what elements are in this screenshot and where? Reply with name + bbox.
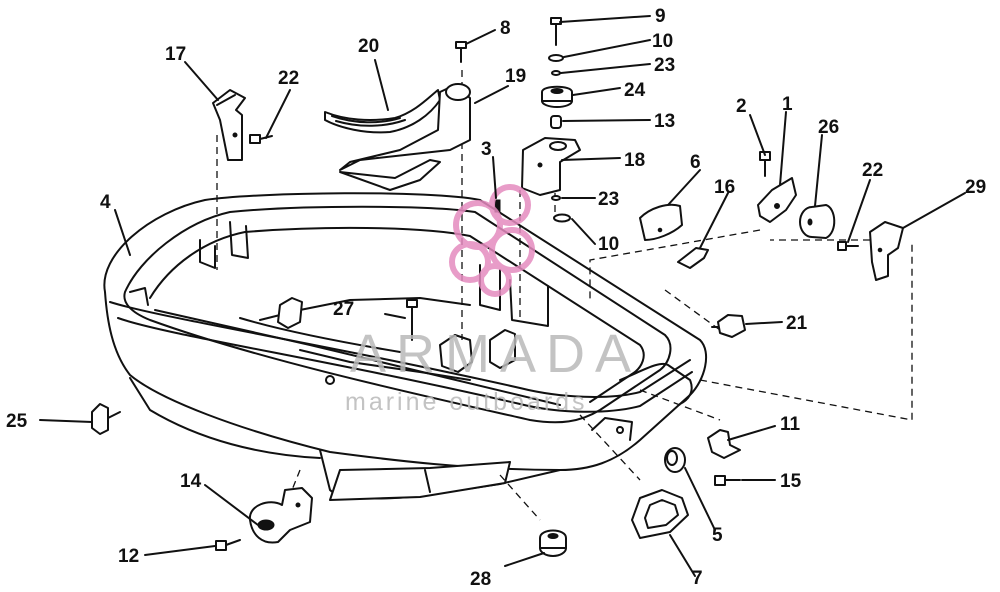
leader-lines [39, 15, 966, 577]
part-label-7: 7 [692, 568, 703, 589]
part-label-10-top: 10 [652, 31, 673, 52]
spacer-13 [550, 115, 562, 129]
part-label-16: 16 [714, 177, 735, 198]
part-label-5: 5 [712, 525, 723, 546]
part-labels: 1 2 3 4 5 6 7 8 9 10 10 11 12 13 14 15 1… [6, 6, 986, 590]
part-label-12: 12 [118, 546, 139, 567]
screw-2 [759, 151, 771, 177]
part-label-4: 4 [100, 192, 111, 213]
screw-12 [215, 539, 241, 551]
part-label-18: 18 [624, 150, 645, 171]
part-label-8: 8 [500, 18, 511, 39]
part-label-23-lower: 23 [598, 189, 619, 210]
lower-motor-cover [103, 192, 708, 501]
part-label-20: 20 [358, 36, 379, 57]
watermark-subtitle: marine outboards [345, 388, 588, 416]
latch-roller-26 [799, 204, 836, 239]
part-label-29: 29 [965, 177, 986, 198]
watermark-title: ARMADA [350, 324, 641, 384]
screw-15 [714, 475, 741, 486]
part-label-25: 25 [6, 411, 28, 432]
mount-bracket-18 [521, 137, 581, 196]
washer-10-top [548, 54, 564, 62]
part-label-1: 1 [782, 94, 793, 115]
cover-6 [639, 203, 683, 241]
handle-19 [339, 83, 471, 191]
part-label-19: 19 [505, 66, 526, 87]
part-label-2: 2 [736, 96, 747, 117]
bolt-8 [455, 41, 467, 63]
grommet-28 [539, 529, 567, 557]
grommet-24 [541, 85, 573, 108]
screw-27 [406, 299, 418, 341]
part-label-21: 21 [786, 313, 808, 334]
part-label-27: 27 [333, 299, 354, 320]
handle-grip-20 [324, 89, 441, 134]
lockwasher-23-top [551, 70, 561, 76]
screw-22-left [249, 134, 273, 144]
washer-10-lower [553, 213, 571, 223]
part-label-26: 26 [818, 117, 839, 138]
part-label-9: 9 [655, 6, 666, 27]
seal-7 [631, 489, 689, 539]
bracket-17 [212, 89, 246, 161]
clip-16 [677, 247, 709, 269]
plug-5 [664, 447, 686, 473]
part-label-13: 13 [654, 111, 675, 132]
alignment-lines [216, 70, 913, 521]
part-label-17: 17 [165, 44, 186, 65]
part-label-14: 14 [180, 471, 202, 492]
latch-1 [757, 177, 797, 223]
lockwasher-23-lower [551, 195, 561, 201]
fitting-21 [711, 314, 746, 338]
flower-logo-icon [449, 184, 535, 297]
screw-22-right [837, 241, 859, 251]
part-label-24: 24 [624, 80, 646, 101]
part-label-15: 15 [780, 471, 802, 492]
clip-11 [707, 429, 741, 459]
part-label-6: 6 [690, 152, 701, 173]
part-label-22-right: 22 [862, 160, 883, 181]
part-label-3: 3 [481, 139, 492, 160]
part-label-22-left: 22 [278, 68, 299, 89]
part-label-28: 28 [470, 569, 491, 590]
watermark: ARMADA marine outboards [345, 184, 641, 416]
bolt-25 [91, 403, 121, 435]
part-label-11: 11 [780, 414, 801, 435]
part-label-10-lower: 10 [598, 234, 619, 255]
mount-14 [248, 487, 313, 544]
latch-lever-29 [869, 221, 904, 281]
part-label-23-top: 23 [654, 55, 675, 76]
